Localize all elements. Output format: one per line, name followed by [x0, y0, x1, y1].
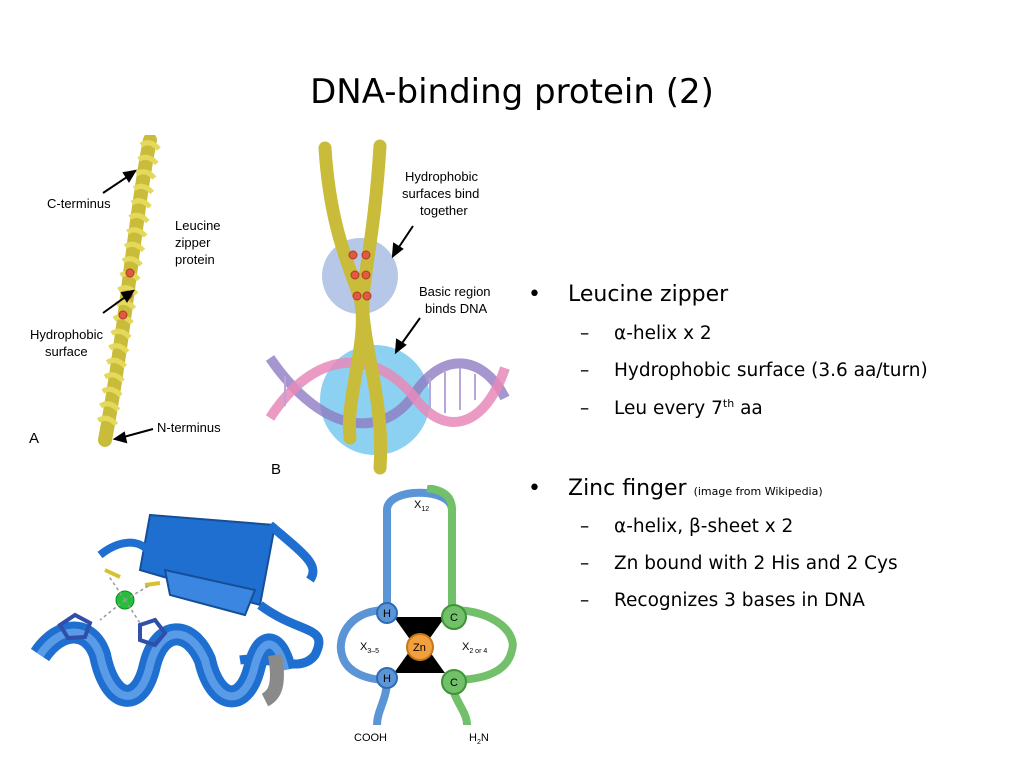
figure-a-leucine-zipper: C-terminus Leucine zipper protein Hydrop…: [29, 135, 221, 447]
his-bottom-label: H: [383, 673, 391, 685]
cys-top-node: [441, 604, 467, 630]
alpha-helix-ribbon-icon: [30, 621, 296, 708]
cys-top-label: C: [450, 612, 458, 624]
hydrophobic-bind-line1: Hydrophobic: [405, 169, 478, 184]
sub-bullet: –Zn bound with 2 His and 2 Cys: [580, 553, 898, 574]
his-top-label: H: [383, 608, 391, 620]
x35-label: X3–5: [360, 641, 379, 655]
sub-bullet-text: Leu every 7: [614, 398, 723, 420]
bullet-zinc-finger: •Zinc finger (image from Wikipedia): [528, 476, 823, 501]
bullet-leucine-zipper: •Leucine zipper: [528, 282, 729, 307]
zinc-finger-schematic: H H C C Zn X12 X3–5 X2 or 4 COOH H2N: [336, 485, 517, 746]
h2n-label: H2N: [469, 732, 489, 746]
his-top-node: [376, 602, 398, 624]
sub-bullet-text: Hydrophobic surface (3.6 aa/turn): [614, 360, 928, 381]
hydrophobic-bind-line3: together: [420, 203, 468, 218]
cooh-label: COOH: [354, 732, 387, 744]
hydrophobic-label-line1: Hydrophobic: [30, 327, 103, 342]
cys-bottom-label: C: [450, 677, 458, 689]
zinc-label: Zn: [413, 642, 426, 654]
n-terminus-label: N-terminus: [157, 420, 221, 435]
his-bottom-node: [376, 667, 398, 689]
sub-bullet-text: Recognizes 3 bases in DNA: [614, 590, 865, 611]
protein-label-line3: protein: [175, 252, 215, 267]
helix-a-icon: [96, 135, 161, 447]
slide-title: DNA-binding protein (2): [310, 72, 714, 112]
panel-a-label: A: [29, 430, 39, 447]
sub-bullet: –α-helix, β-sheet x 2: [580, 516, 794, 537]
zinc-finger-ribbon-image: [30, 513, 324, 708]
bullet-label: Zinc finger: [568, 476, 687, 501]
c-terminus-label: C-terminus: [47, 196, 111, 211]
sub-bullet: –Recognizes 3 bases in DNA: [580, 590, 865, 611]
x24-label: X2 or 4: [462, 641, 487, 655]
sub-bullet-text: aa: [734, 398, 763, 420]
panel-b-label: B: [271, 461, 281, 478]
dna-icon: [265, 355, 510, 429]
protein-label-line2: zipper: [175, 235, 211, 250]
basic-region-line1: Basic region: [419, 284, 491, 299]
sub-bullet-text: α-helix, β-sheet x 2: [614, 516, 794, 537]
bullet-label: Leucine zipper: [568, 282, 729, 307]
hydrophobic-bind-line2: surfaces bind: [402, 186, 479, 201]
image-source-note: (image from Wikipedia): [693, 485, 823, 498]
sub-bullet-text: Zn bound with 2 His and 2 Cys: [614, 553, 898, 574]
sub-bullet: –Leu every 7th aa: [580, 397, 763, 420]
superscript: th: [722, 397, 735, 410]
sub-bullet: –α-helix x 2: [580, 323, 712, 344]
cys-bottom-node: [441, 669, 467, 695]
protein-label-line1: Leucine: [175, 218, 221, 233]
sub-bullet-text: α-helix x 2: [614, 323, 712, 344]
basic-region-line2: binds DNA: [425, 301, 487, 316]
hydrophobic-label-line2: surface: [45, 344, 88, 359]
sub-bullet: –Hydrophobic surface (3.6 aa/turn): [580, 360, 928, 381]
zinc-node: [406, 633, 434, 661]
figure-b-zipper-dna: Hydrophobic surfaces bind together Basic…: [265, 139, 510, 478]
x12-label: X12: [414, 499, 429, 513]
